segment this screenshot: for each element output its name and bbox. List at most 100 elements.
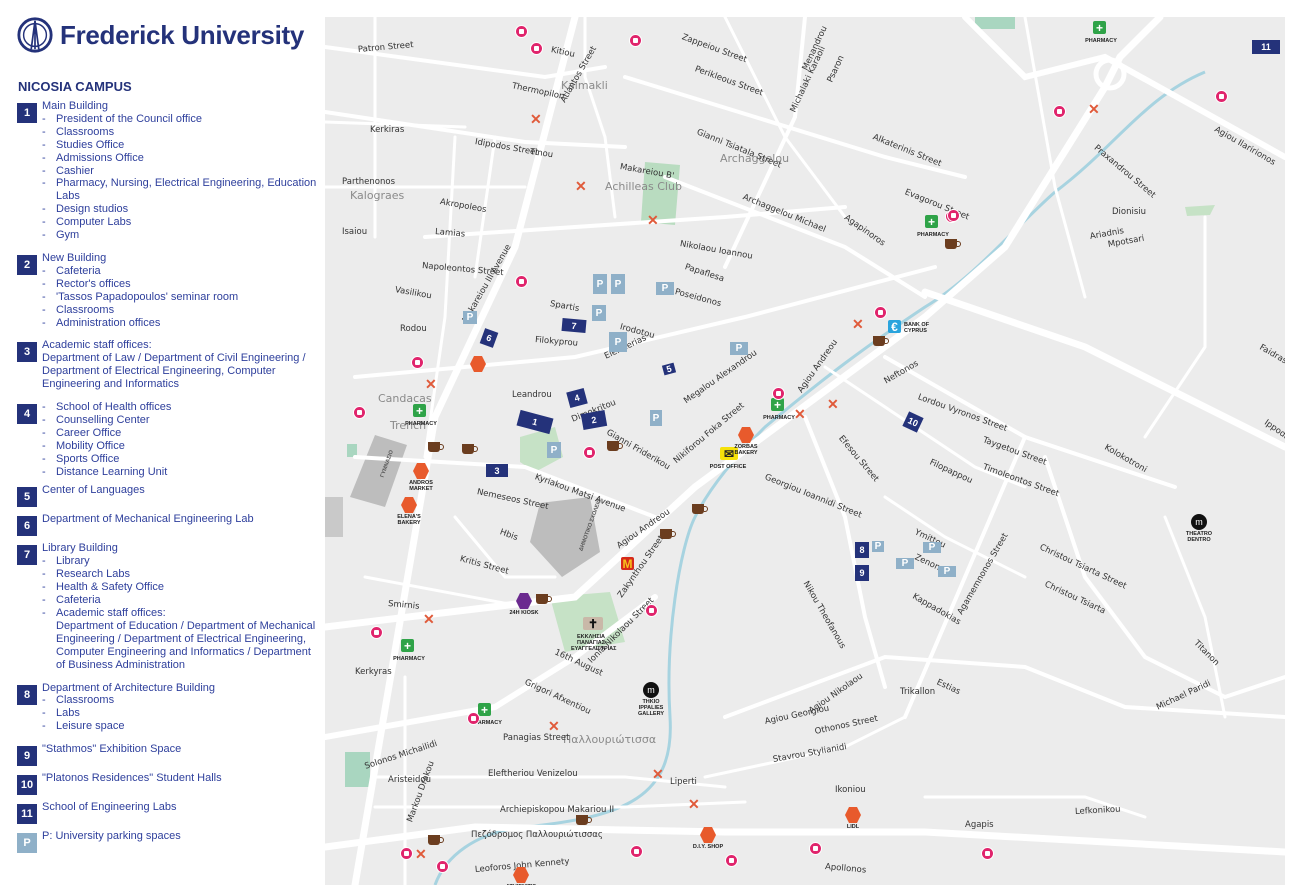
legend-entry-title: Main Building: [42, 100, 109, 112]
legend-sub-item: Design studios: [42, 203, 322, 216]
coffee-shop-icon[interactable]: [873, 336, 889, 346]
supermarket-icon[interactable]: [513, 867, 529, 883]
pharmacy-icon[interactable]: +: [401, 639, 414, 653]
bus-stop-icon[interactable]: [725, 854, 738, 867]
street-label: Leandrou: [512, 390, 552, 400]
bus-stop-icon[interactable]: [370, 626, 383, 639]
restaurant-icon[interactable]: ✕: [827, 396, 839, 412]
shop-icon[interactable]: [700, 827, 716, 843]
legend-sub-item: Library: [42, 555, 322, 568]
parking-marker[interactable]: P: [730, 342, 748, 355]
bus-stop-icon[interactable]: [583, 446, 596, 459]
building-marker-8[interactable]: 8: [855, 542, 869, 558]
building-marker-7[interactable]: 7: [561, 317, 587, 334]
bus-stop-icon[interactable]: [1053, 105, 1066, 118]
museum-icon[interactable]: m: [643, 682, 659, 698]
legend-entry-text: "Stathmos" Exhibition Space: [42, 743, 181, 756]
coffee-shop-icon[interactable]: [576, 815, 592, 825]
restaurant-icon[interactable]: ✕: [794, 406, 806, 422]
bus-stop-icon[interactable]: [630, 845, 643, 858]
pharmacy-icon[interactable]: +: [478, 703, 491, 717]
bus-stop-icon[interactable]: [809, 842, 822, 855]
parking-marker[interactable]: P: [592, 305, 606, 321]
parking-marker[interactable]: P: [650, 410, 662, 426]
bus-stop-icon[interactable]: [400, 847, 413, 860]
coffee-shop-icon[interactable]: [607, 441, 623, 451]
restaurant-icon[interactable]: ✕: [548, 718, 560, 734]
parking-marker[interactable]: P: [609, 332, 627, 352]
bus-stop-icon[interactable]: [515, 275, 528, 288]
restaurant-icon[interactable]: ✕: [423, 611, 435, 627]
restaurant-icon[interactable]: ✕: [415, 846, 427, 862]
supermarket-icon[interactable]: [470, 356, 486, 372]
restaurant-icon[interactable]: ✕: [530, 111, 542, 127]
coffee-shop-icon[interactable]: [536, 594, 552, 604]
restaurant-icon[interactable]: ✕: [647, 212, 659, 228]
building-marker-11[interactable]: 11: [1252, 40, 1280, 54]
poi-label: PHARMACY: [470, 720, 502, 726]
building-number-badge: 3: [17, 342, 37, 363]
building-marker-9[interactable]: 9: [855, 565, 869, 581]
bus-stop-icon[interactable]: [411, 356, 424, 369]
bus-stop-icon[interactable]: [645, 604, 658, 617]
restaurant-icon[interactable]: ✕: [1088, 101, 1100, 117]
restaurant-icon[interactable]: ✕: [688, 796, 700, 812]
legend-entry-text: "Platonos Residences" Student Halls: [42, 772, 222, 785]
building-marker-3[interactable]: 3: [486, 464, 508, 477]
restaurant-icon[interactable]: ✕: [575, 178, 587, 194]
bus-stop-icon[interactable]: [947, 209, 960, 222]
bus-stop-icon[interactable]: [772, 387, 785, 400]
legend-entry-title: Academic staff offices:: [42, 339, 152, 352]
bus-stop-icon[interactable]: [629, 34, 642, 47]
parking-marker[interactable]: P: [463, 311, 477, 324]
bakery-icon[interactable]: [401, 497, 417, 513]
street-label: Ikoniou: [835, 785, 866, 795]
pharmacy-icon[interactable]: +: [925, 215, 938, 229]
bus-stop-icon[interactable]: [353, 406, 366, 419]
supermarket-icon[interactable]: [845, 807, 861, 823]
pharmacy-icon[interactable]: +: [413, 404, 426, 418]
building-number-badge: 8: [17, 684, 37, 705]
bakery-icon[interactable]: [738, 427, 754, 443]
parking-marker[interactable]: P: [656, 282, 674, 295]
kiosk-icon[interactable]: [516, 593, 532, 609]
bank-icon[interactable]: €: [888, 320, 901, 334]
mcdonalds-icon[interactable]: M: [621, 556, 634, 571]
pharmacy-icon[interactable]: +: [1093, 21, 1106, 35]
bus-stop-icon[interactable]: [981, 847, 994, 860]
bus-stop-icon[interactable]: [467, 712, 480, 725]
coffee-shop-icon[interactable]: [428, 442, 444, 452]
coffee-shop-icon[interactable]: [462, 444, 478, 454]
parking-marker[interactable]: P: [611, 274, 625, 294]
post-office-icon[interactable]: ✉: [720, 447, 738, 461]
church-icon[interactable]: ✝: [583, 617, 603, 631]
bus-stop-icon[interactable]: [874, 306, 887, 319]
coffee-shop-icon[interactable]: [660, 529, 676, 539]
legend-entry-text: Department of Mechanical Engineering Lab: [42, 513, 254, 526]
parking-marker[interactable]: P: [593, 274, 607, 294]
parking-marker[interactable]: P: [923, 542, 941, 553]
bus-stop-icon[interactable]: [515, 25, 528, 38]
coffee-shop-icon[interactable]: [428, 835, 444, 845]
parking-marker[interactable]: P: [896, 558, 914, 569]
pharmacy-icon[interactable]: +: [771, 398, 784, 412]
parking-marker[interactable]: P: [938, 566, 956, 577]
poi-label: PHARMACY: [405, 421, 437, 427]
coffee-shop-icon[interactable]: [945, 239, 961, 249]
coffee-shop-icon[interactable]: [692, 504, 708, 514]
parking-marker[interactable]: P: [547, 442, 561, 458]
restaurant-icon[interactable]: ✕: [425, 376, 437, 392]
restaurant-icon[interactable]: ✕: [852, 316, 864, 332]
market-icon[interactable]: [413, 463, 429, 479]
bus-stop-icon[interactable]: [436, 860, 449, 873]
museum-icon[interactable]: m: [1191, 514, 1207, 530]
bus-stop-icon[interactable]: [530, 42, 543, 55]
bus-stop-icon[interactable]: [1215, 90, 1228, 103]
restaurant-icon[interactable]: ✕: [652, 766, 664, 782]
parking-marker[interactable]: P: [872, 541, 884, 552]
